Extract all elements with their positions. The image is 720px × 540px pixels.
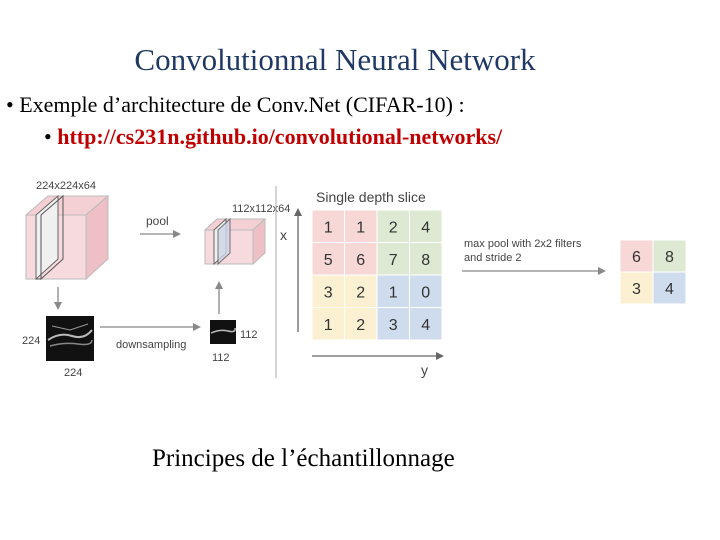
bullet-link: • http://cs231n.github.io/convolutional-… (44, 124, 503, 149)
output-volume (203, 217, 267, 266)
input-volume (24, 194, 110, 281)
grid-cell-value: 8 (665, 249, 674, 266)
grid-cell-value: 0 (421, 284, 430, 301)
grid-cell-value: 5 (324, 252, 333, 269)
x-axis-label: x (280, 227, 287, 243)
grid-cell (409, 307, 443, 341)
grid-cell-value: 3 (632, 281, 641, 298)
slide-title: Convolutionnal Neural Network (134, 42, 536, 77)
grid-cell (344, 242, 378, 276)
bullet-architecture-text: Exemple d’architecture de Conv.Net (CIFA… (19, 92, 465, 117)
grid-cell (409, 242, 443, 276)
depth-slice-grid: 1 1 2 4 5 6 7 8 3 2 1 0 1 2 3 4 (311, 209, 443, 341)
pooling-figure: 224x224x64 pool 112x112x64 224 224 downs… (22, 180, 687, 379)
grid-cell (409, 274, 443, 308)
grid-cell-value: 1 (389, 284, 398, 301)
pool-label: pool (146, 214, 169, 228)
grid-cell (376, 274, 410, 308)
grid-cell (376, 307, 410, 341)
grid-cell (344, 307, 378, 341)
maxpool-label-line2: and stride 2 (464, 252, 521, 264)
grid-cell-value: 2 (356, 284, 365, 301)
grid-cell-value: 3 (324, 284, 333, 301)
output-volume-label: 112x112x64 (232, 203, 290, 215)
grid-cell (652, 239, 687, 273)
grid-cell-value: 7 (389, 252, 398, 269)
pooled-result-grid: 6 8 3 4 (619, 239, 687, 305)
bullet-architecture-example: • Exemple d’architecture de Conv.Net (CI… (6, 92, 465, 117)
grid-cell-value: 3 (389, 317, 398, 334)
downsampling-label: downsampling (116, 339, 186, 351)
grid-cell-value: 6 (632, 249, 641, 266)
grid-cell-value: 1 (324, 219, 333, 236)
grid-cell-value: 8 (421, 252, 430, 269)
grid-cell (311, 274, 345, 308)
grid-cell (652, 271, 687, 305)
input-size-bottom: 224 (64, 367, 82, 379)
input-size-left: 224 (22, 335, 40, 347)
grid-cell-value: 6 (356, 252, 365, 269)
slice-title: Single depth slice (316, 189, 426, 205)
grid-cell (619, 239, 654, 273)
grid-cell-value: 1 (324, 317, 333, 334)
grid-cell (619, 271, 654, 305)
grid-cell-value: 4 (421, 219, 430, 236)
grid-cell (344, 209, 378, 243)
cs231n-link[interactable]: http://cs231n.github.io/convolutional-ne… (57, 124, 503, 149)
output-size-right: 112 (240, 329, 258, 341)
y-axis-label: y (421, 362, 428, 378)
input-volume-label: 224x224x64 (36, 180, 96, 192)
grid-cell (344, 274, 378, 308)
input-image-thumbnail (46, 316, 94, 361)
grid-cell-value: 2 (389, 219, 398, 236)
grid-cell-value: 4 (665, 281, 674, 298)
output-size-bottom: 112 (212, 352, 230, 364)
grid-cell-value: 4 (421, 317, 430, 334)
grid-cell (409, 209, 443, 243)
slide-caption: Principes de l’échantillonnage (152, 445, 455, 472)
output-image-thumbnail (210, 320, 236, 344)
grid-cell-value: 2 (356, 317, 365, 334)
grid-cell-value: 1 (356, 219, 365, 236)
maxpool-label-line1: max pool with 2x2 filters (464, 238, 582, 250)
